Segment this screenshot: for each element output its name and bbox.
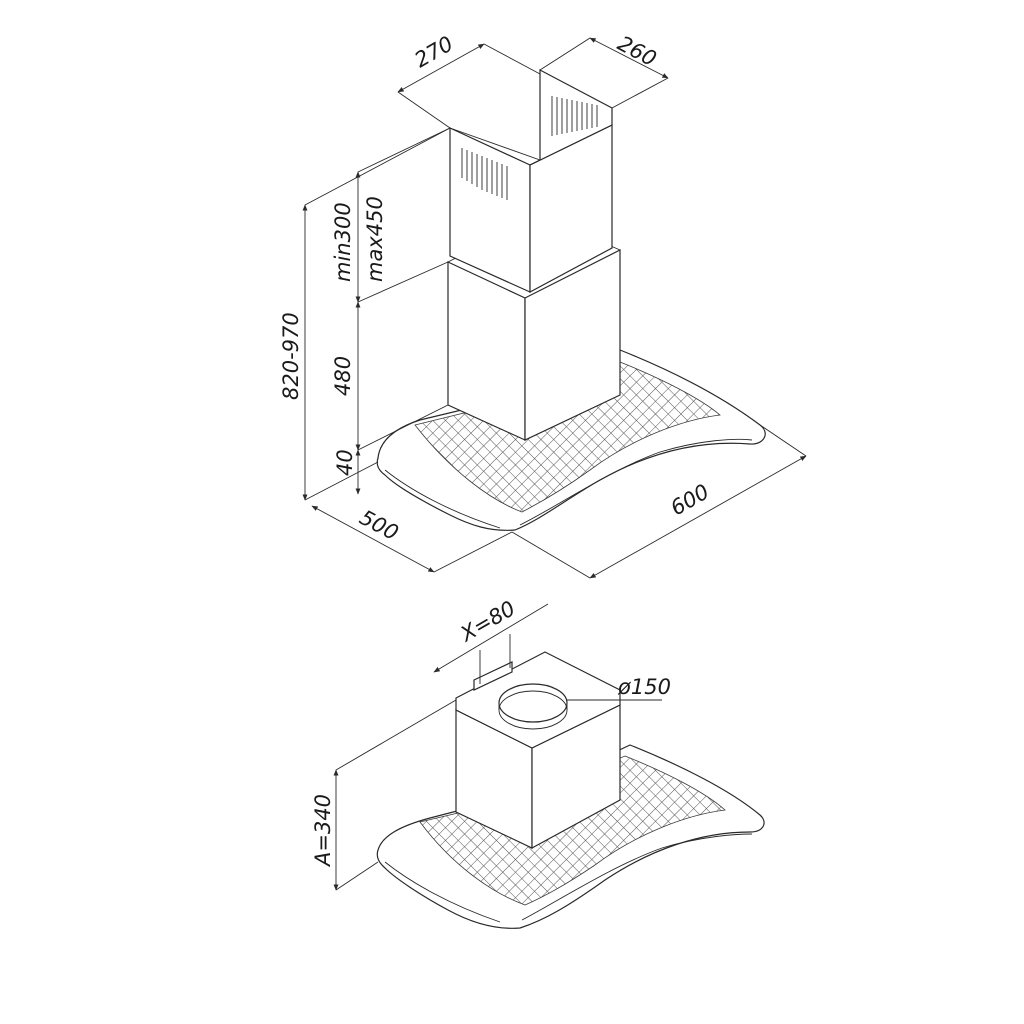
top-vent-slots-right: [551, 96, 598, 136]
top-lower-chimney-right: [524, 249, 621, 441]
bottom-canopy-edge: [384, 833, 753, 923]
dim-260-line: [589, 37, 669, 79]
dim-260-label: 260: [614, 31, 661, 71]
dim-270-line: [397, 43, 485, 93]
bottom-duct-ring: [498, 683, 568, 723]
dim-500-label: 500: [356, 505, 403, 545]
dim-500-line: [311, 505, 435, 573]
dim-600-label: 600: [667, 479, 714, 520]
top-hood-view: 270 260 820-970 min300 max450 480 40 500…: [279, 31, 807, 579]
dim-600-line: [589, 455, 807, 579]
bottom-hood-view: X=80 ø150 A=340: [311, 596, 765, 929]
dim-40-label: 40: [333, 449, 357, 476]
dim-480-label: 480: [331, 356, 355, 396]
dim-820-970-label: 820-970: [279, 312, 303, 400]
dim-270-label: 270: [411, 31, 458, 72]
top-vent-slots-left: [461, 148, 508, 200]
dim-a340-label: A=340: [311, 794, 335, 868]
dim-min300-label: min300: [331, 202, 355, 282]
bottom-grease-filter: [419, 755, 726, 906]
bottom-wall-bracket: [473, 661, 513, 691]
dim-x80-line: [433, 603, 549, 673]
dim-max450-label: max450: [363, 196, 387, 282]
top-upper-chimney-inner: [449, 70, 541, 161]
top-canopy-edge: [384, 438, 753, 529]
dim-150-label: ø150: [617, 675, 671, 699]
